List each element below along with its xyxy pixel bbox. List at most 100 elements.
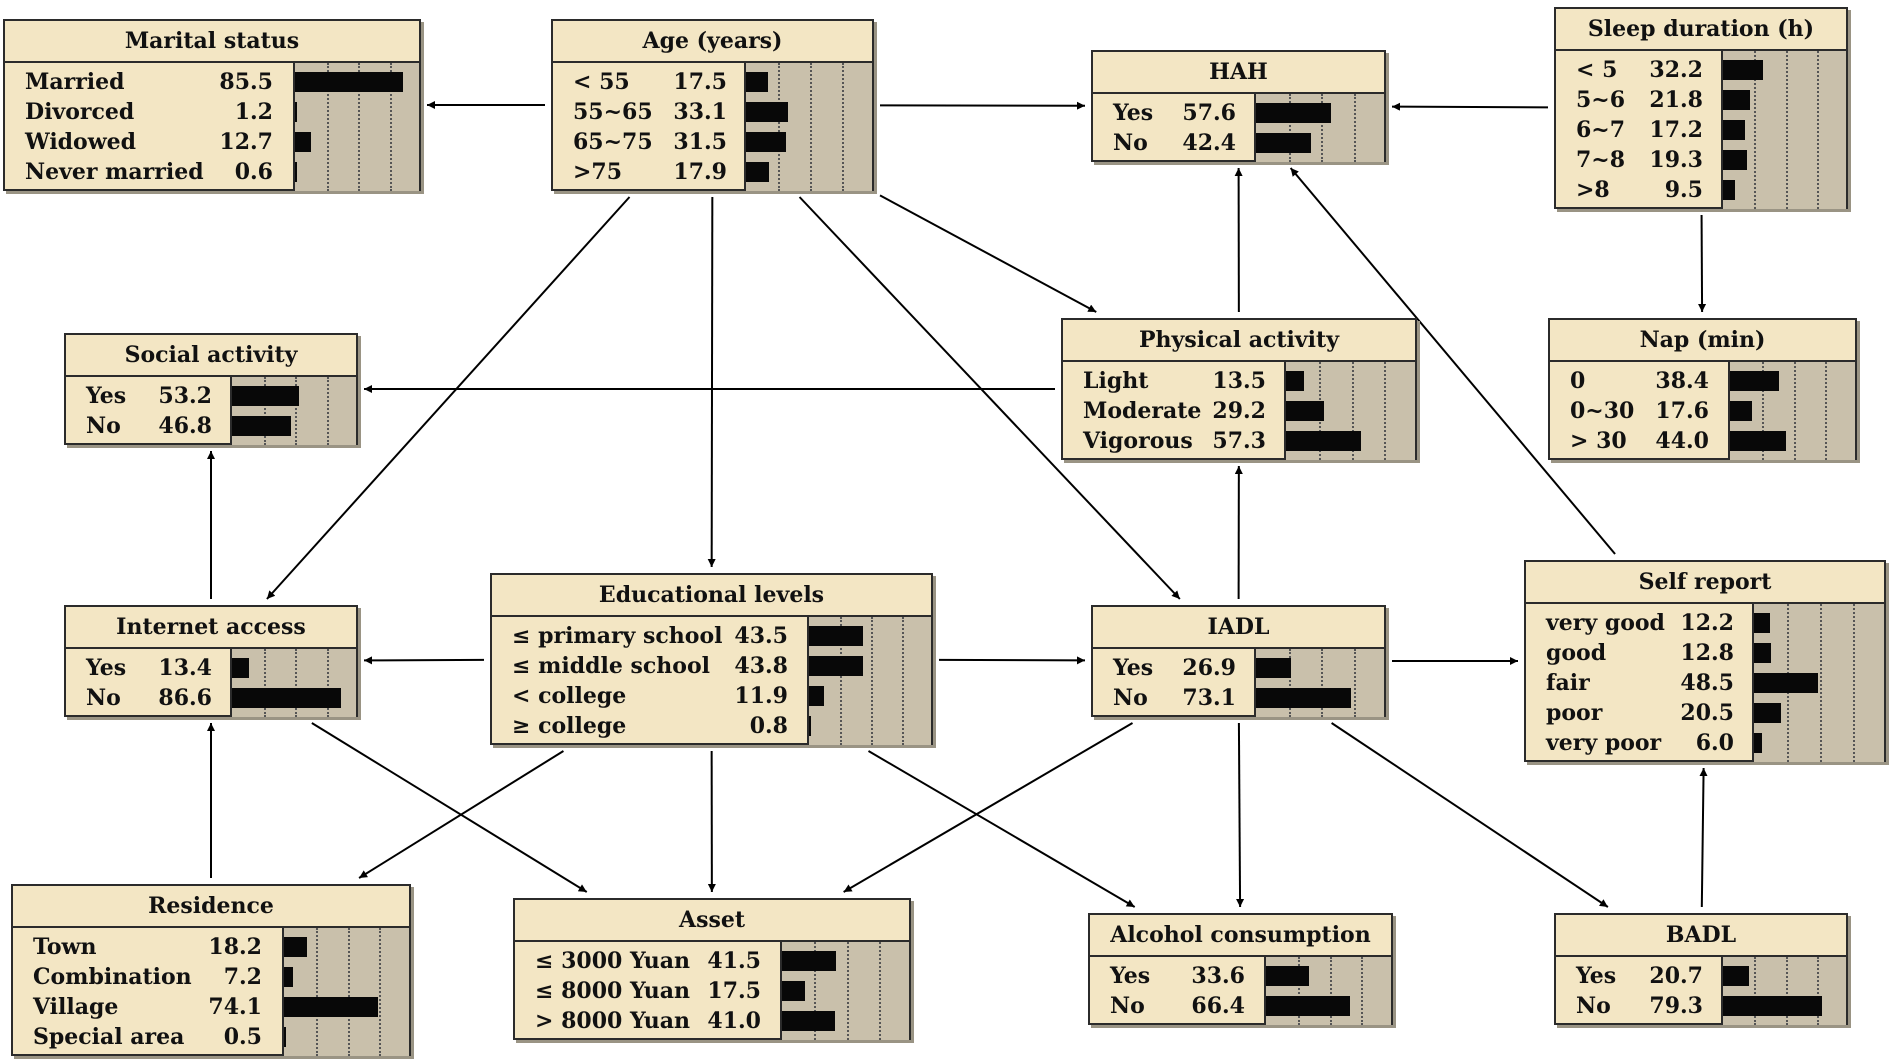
edge-education-to-iadl [938,656,1086,665]
edge-sleep-to-nap [1698,214,1707,313]
state-label: Yes [1576,963,1617,989]
belief-bar [295,162,297,182]
edge-internet-to-asset [311,722,588,893]
gridline [1354,649,1356,717]
belief-bar [284,997,378,1017]
state-value: 21.8 [1649,87,1703,113]
gridline [842,63,844,191]
node-title: Educational levels [492,575,931,617]
belief-bar [746,72,768,92]
gridline [1289,649,1291,717]
state-label: Light [1083,368,1149,394]
belief-bar [1286,431,1361,451]
state-value: 7.2 [223,964,262,990]
belief-bar [1730,371,1779,391]
belief-bar [1286,401,1324,421]
belief-bar [295,102,297,122]
state-label: < 5 [1576,57,1618,83]
gridline [1786,957,1788,1025]
gridline [1354,94,1356,162]
gridline [379,928,381,1056]
state-label: >75 [573,159,623,185]
gridline [1321,649,1323,717]
state-label: very good [1546,610,1665,636]
belief-bar [1266,966,1309,986]
gridline [1289,94,1291,162]
belief-bar [1730,431,1786,451]
gridline [879,942,881,1040]
gridline [1794,362,1796,460]
belief-bar [746,102,788,122]
state-value: 66.4 [1191,993,1245,1019]
node-title: Asset [515,900,909,942]
belief-bar [1730,401,1752,421]
gridline [871,617,873,745]
gridline [1817,957,1819,1025]
state-label: fair [1546,670,1590,696]
state-value: 86.6 [158,685,212,711]
node-title: Internet access [66,607,356,649]
belief-bar [232,658,249,678]
belief-bar [232,688,341,708]
state-value: 0.8 [749,713,788,739]
state-label: 65~75 [573,129,653,155]
state-label: Moderate [1083,398,1202,424]
state-value: 0.5 [223,1024,262,1050]
gridline [810,63,812,191]
state-label: < 55 [573,69,630,95]
belief-bar [1754,703,1781,723]
state-label: No [1113,130,1148,156]
gridline [316,928,318,1056]
belief-bar [284,937,307,957]
edge-badl-to-self [1699,767,1708,908]
belief-bar [295,72,403,92]
state-label: ≤ primary school [512,623,723,649]
edge-iadl-to-asset [843,722,1134,893]
gridline [327,649,329,717]
gridline [1820,604,1822,762]
state-value: 46.8 [158,413,212,439]
gridline [1352,362,1354,460]
state-label: Yes [1113,655,1154,681]
node-title: Nap (min) [1550,320,1855,362]
state-label: >8 [1576,177,1610,203]
state-value: 79.3 [1649,993,1703,1019]
belief-bar [1723,120,1745,140]
state-value: 18.2 [208,934,262,960]
gridline [1754,51,1756,209]
gridline [778,63,780,191]
node-title: Sleep duration (h) [1556,9,1846,51]
state-value: 73.1 [1182,685,1236,711]
belief-bar [1754,733,1762,753]
state-label: ≤ middle school [512,653,710,679]
state-label: Combination [33,964,192,990]
gridline [1321,94,1323,162]
state-label: > 30 [1570,428,1627,454]
